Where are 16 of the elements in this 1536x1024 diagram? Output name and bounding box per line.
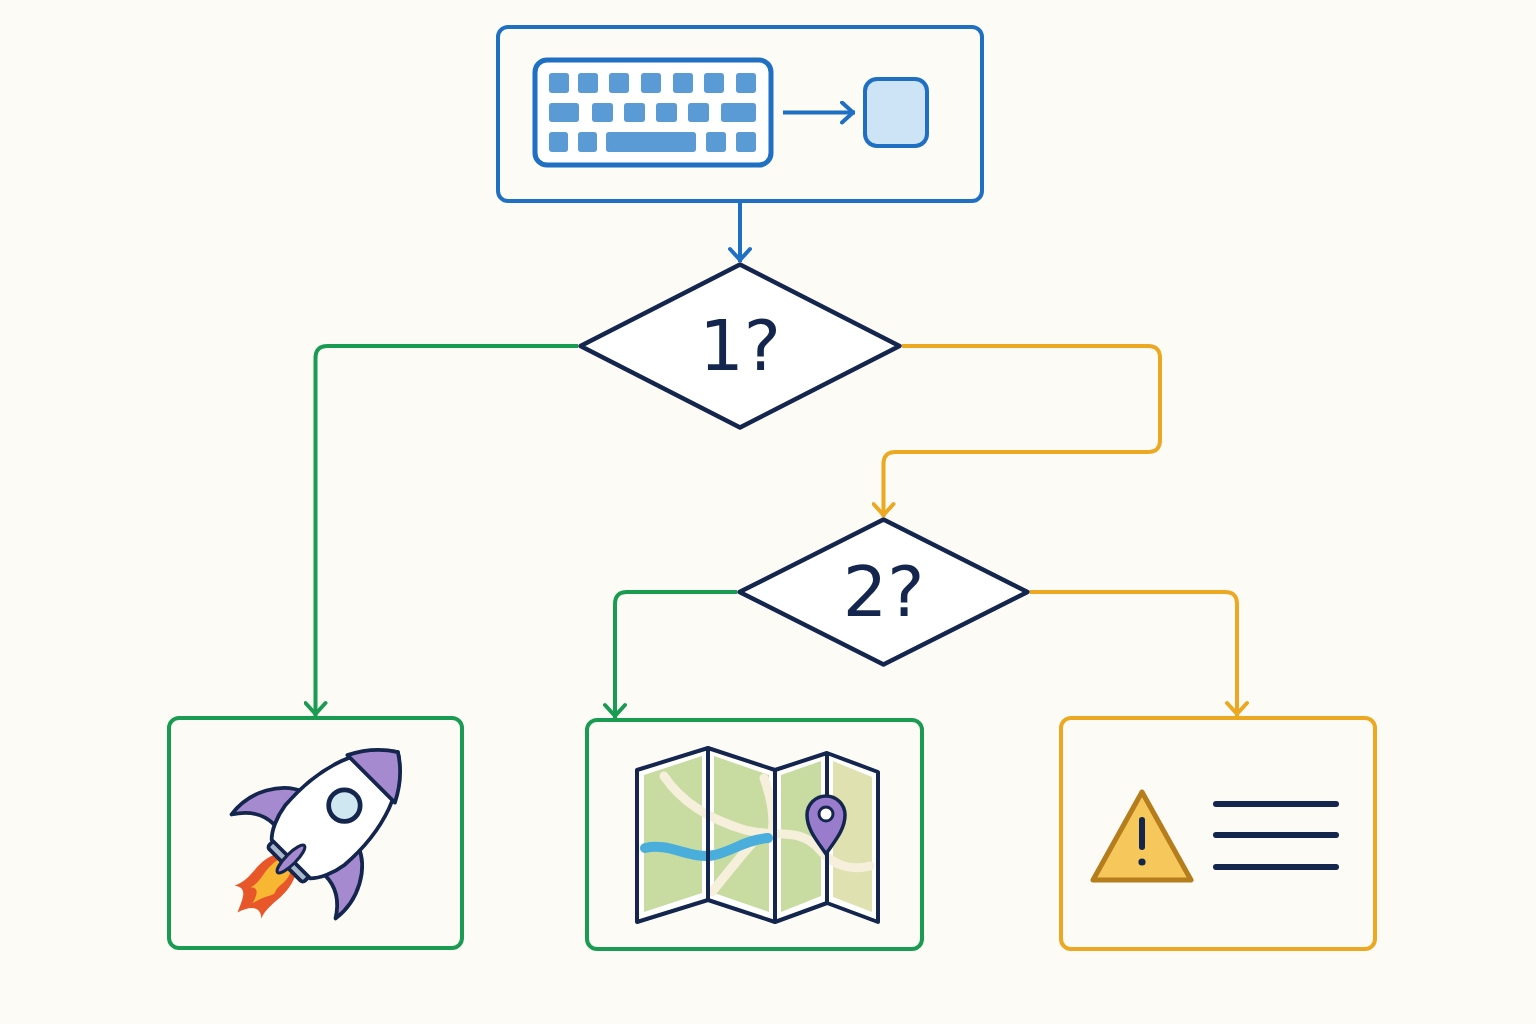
decision-diamond [737,517,1030,667]
arrow [728,203,752,262]
arrow [783,100,855,125]
process-box [167,716,464,950]
process-box [496,25,984,203]
arrow [1030,590,1249,716]
process-box [1059,716,1377,951]
decision-label: 1? [699,311,781,381]
process-box [585,718,924,951]
arrow [871,344,1162,517]
rounded-square [863,77,929,148]
decision-label: 2? [842,557,925,627]
arrow [303,344,578,716]
arrow [603,590,737,718]
keyboard-icon [531,56,775,169]
decision-diamond [578,262,902,430]
